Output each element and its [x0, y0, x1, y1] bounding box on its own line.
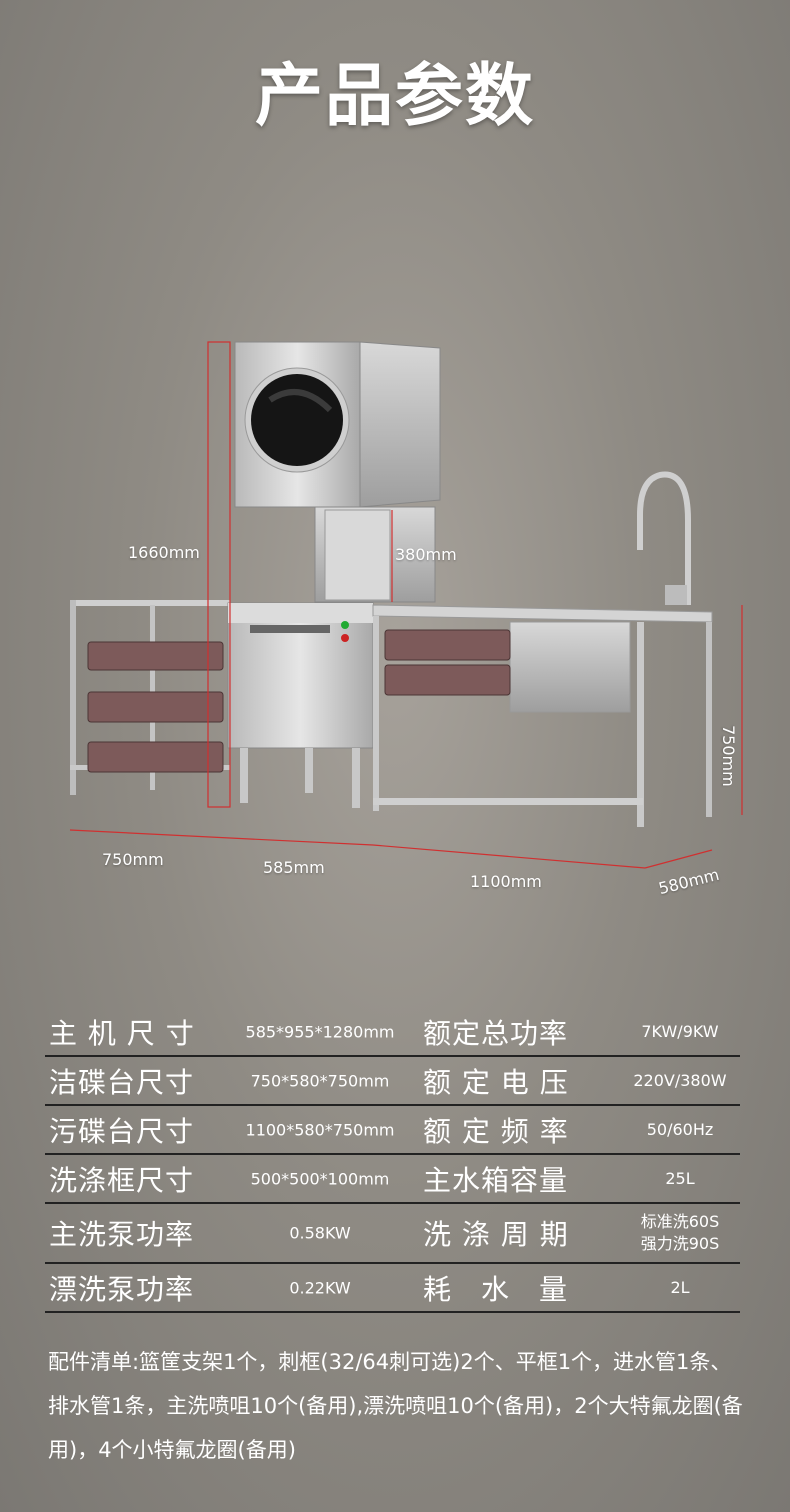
spec-label: 漂洗泵功率 — [49, 1272, 195, 1306]
spec-row: 主洗泵功率 0.58KW 洗 涤 周 期 标准洗60S 强力洗90S — [45, 1204, 740, 1264]
dim-height-total: 1660mm — [128, 543, 200, 562]
spec-label: 额 定 频 率 — [423, 1114, 569, 1148]
spec-value: 585*955*1280mm — [245, 1022, 395, 1041]
dim-height-table: 750mm — [719, 725, 738, 787]
spec-value: 50/60Hz — [646, 1119, 714, 1139]
spec-label: 洗 涤 周 期 — [423, 1218, 569, 1251]
page-title: 产品参数 — [254, 57, 535, 136]
dimension-lines — [69, 341, 743, 869]
spec-label: 额 定 电 压 — [423, 1065, 569, 1099]
rack — [87, 641, 224, 773]
spec-row: 主 机 尺 寸 585*955*1280mm 额定总功率 7KW/9KW — [45, 1008, 740, 1057]
spec-value-line: 强力洗90S — [640, 1234, 720, 1253]
spec-value-line: 标准洗60S — [640, 1212, 720, 1231]
spec-row: 漂洗泵功率 0.22KW 耗 水 量 2L — [45, 1264, 740, 1313]
spec-value: 7KW/9KW — [641, 1021, 719, 1041]
spec-label: 洁碟台尺寸 — [49, 1065, 195, 1099]
spec-value: 1100*580*750mm — [245, 1120, 395, 1139]
rack — [384, 629, 511, 696]
hood — [234, 341, 441, 603]
spec-value: 750*580*750mm — [250, 1071, 390, 1090]
spec-row: 洗涤框尺寸 500*500*100mm 主水箱容量 25L — [45, 1155, 740, 1204]
spec-value: 标准洗60S 强力洗90S — [620, 1211, 740, 1255]
main-machine — [227, 602, 374, 808]
spec-table: 主 机 尺 寸 585*955*1280mm 额定总功率 7KW/9KW 洁碟台… — [45, 1008, 740, 1313]
dim-dirty-table-length: 1100mm — [470, 872, 542, 891]
dim-hood-width: 380mm — [395, 545, 457, 564]
spec-value: 500*500*100mm — [250, 1169, 390, 1188]
clean-table — [70, 600, 230, 795]
spec-label: 额定总功率 — [423, 1016, 569, 1050]
spec-value: 220V/380W — [633, 1070, 727, 1090]
dim-machine-length: 585mm — [263, 858, 325, 877]
dim-clean-table-length: 750mm — [102, 850, 164, 869]
dishwasher-illustration — [69, 341, 743, 869]
spec-value: 25L — [665, 1168, 695, 1188]
spec-value: 0.58KW — [289, 1223, 351, 1243]
spec-label: 主 机 尺 寸 — [49, 1016, 195, 1050]
spec-label: 污碟台尺寸 — [49, 1114, 195, 1148]
spec-label: 洗涤框尺寸 — [49, 1163, 195, 1197]
spec-row: 洁碟台尺寸 750*580*750mm 额 定 电 压 220V/380W — [45, 1057, 740, 1106]
spec-row: 污碟台尺寸 1100*580*750mm 额 定 频 率 50/60Hz — [45, 1106, 740, 1155]
spec-label: 耗 水 量 — [423, 1272, 569, 1306]
spec-value: 2L — [670, 1277, 690, 1297]
spec-label: 主水箱容量 — [423, 1163, 569, 1197]
spec-label: 主洗泵功率 — [49, 1218, 195, 1251]
dirty-table — [372, 471, 713, 827]
spec-value: 0.22KW — [289, 1278, 351, 1297]
accessories-list: 配件清单:篮筐支架1个，刺框(32/64刺可选)2个、平框1个，进水管1条、排水… — [48, 1350, 743, 1462]
